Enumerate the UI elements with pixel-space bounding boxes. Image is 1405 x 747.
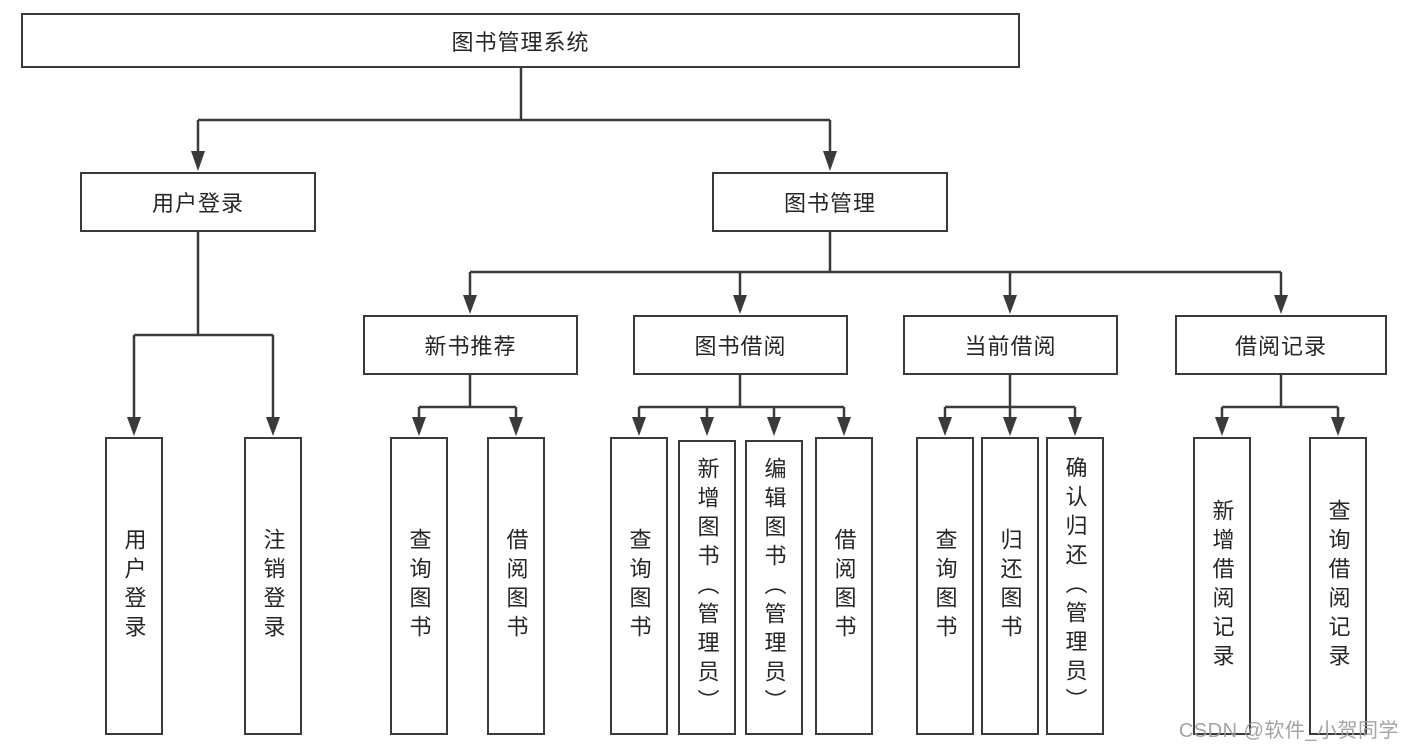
- leaf-nb-query-books: 查询图书: [390, 437, 448, 735]
- leaf-nb-borrow-books-label: 借阅图书: [503, 528, 529, 644]
- node-user-login-label: 用户登录: [151, 191, 244, 216]
- node-borrow-record-label: 借阅记录: [1234, 334, 1327, 359]
- node-current-borrow: 当前借阅: [903, 315, 1118, 375]
- leaf-cb-return-books-label: 归还图书: [997, 528, 1023, 644]
- leaf-nb-query-books-label: 查询图书: [406, 528, 432, 644]
- leaf-cb-confirm-return-admin-label: 确认归还（管理员）: [1062, 455, 1088, 717]
- node-borrow-record: 借阅记录: [1175, 315, 1387, 375]
- leaf-br-add-record-label: 新增借阅记录: [1209, 499, 1235, 673]
- leaf-bb-borrow-books-label: 借阅图书: [831, 528, 857, 644]
- leaf-bb-edit-books-admin: 编辑图书（管理员）: [745, 440, 803, 735]
- leaf-br-query-record: 查询借阅记录: [1309, 437, 1367, 735]
- leaf-br-query-record-label: 查询借阅记录: [1325, 499, 1351, 673]
- leaf-cb-query-books-label: 查询图书: [932, 528, 958, 644]
- leaf-bb-add-books-admin-label: 新增图书（管理员）: [694, 457, 720, 718]
- leaf-bb-add-books-admin: 新增图书（管理员）: [678, 440, 736, 735]
- node-root: 图书管理系统: [21, 13, 1020, 68]
- leaf-cb-confirm-return-admin: 确认归还（管理员）: [1046, 437, 1104, 735]
- leaf-bb-query-books-label: 查询图书: [626, 528, 652, 644]
- leaf-bb-query-books: 查询图书: [610, 437, 668, 735]
- node-book-management-label: 图书管理: [783, 191, 876, 216]
- leaf-logout-label: 注销登录: [260, 528, 286, 644]
- node-root-label: 图书管理系统: [451, 29, 590, 55]
- leaf-bb-edit-books-admin-label: 编辑图书（管理员）: [761, 457, 787, 718]
- leaf-nb-borrow-books: 借阅图书: [487, 437, 545, 735]
- node-new-book-recommend: 新书推荐: [363, 315, 578, 375]
- node-new-book-recommend-label: 新书推荐: [424, 334, 517, 359]
- node-user-login: 用户登录: [80, 172, 316, 232]
- node-book-management: 图书管理: [712, 172, 948, 232]
- node-book-borrow: 图书借阅: [633, 315, 848, 375]
- node-current-borrow-label: 当前借阅: [964, 334, 1057, 359]
- leaf-logout: 注销登录: [244, 437, 302, 735]
- node-book-borrow-label: 图书借阅: [694, 334, 787, 359]
- leaf-user-login-label: 用户登录: [121, 528, 147, 644]
- leaf-user-login: 用户登录: [105, 437, 163, 735]
- leaf-cb-query-books: 查询图书: [916, 437, 974, 735]
- leaf-bb-borrow-books: 借阅图书: [815, 437, 873, 735]
- leaf-cb-return-books: 归还图书: [981, 437, 1039, 735]
- leaf-br-add-record: 新增借阅记录: [1193, 437, 1251, 735]
